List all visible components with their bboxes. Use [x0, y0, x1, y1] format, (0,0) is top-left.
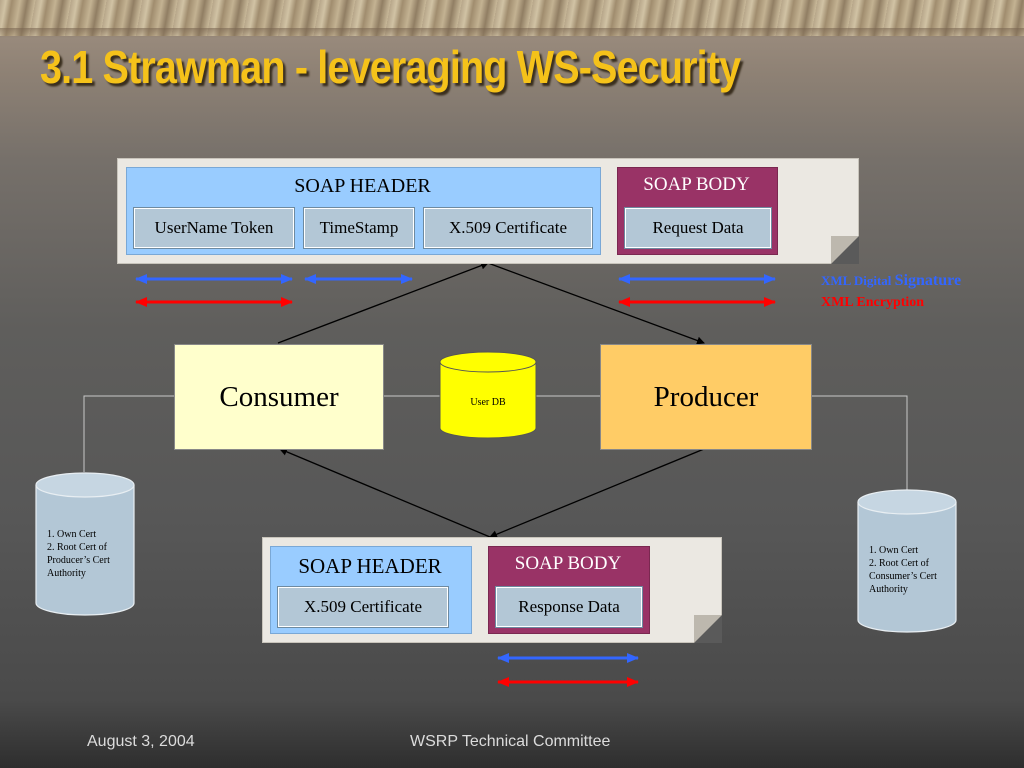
request-to-producer-arrow	[487, 262, 705, 345]
consumer-store-line: 1. Own Cert	[47, 529, 97, 540]
response-soap-header-label: SOAP HEADER	[298, 554, 442, 578]
legend-signature: XML Digital Signature	[821, 272, 961, 290]
producer-store-line: Authority	[869, 584, 908, 595]
consumer-store-text: 1. Own Cert 2. Root Cert of Producer’s C…	[47, 528, 110, 580]
producer-store-link	[810, 395, 908, 490]
x509-certificate-cell: X.509 Certificate	[423, 207, 593, 249]
consumer-to-request-arrow	[277, 261, 489, 344]
response-data-cell: Response Data	[495, 586, 643, 628]
timestamp-cell: TimeStamp	[303, 207, 415, 249]
page-fold	[694, 615, 722, 643]
consumer-store-link	[83, 395, 175, 472]
username-token-cell: UserName Token	[133, 207, 295, 249]
producer-store-cylinder	[857, 489, 957, 633]
consumer-store-line: 2. Root Cert of	[47, 542, 107, 553]
request-soap-header-label: SOAP HEADER	[294, 175, 431, 197]
legend-signature-part1: XML Digital	[821, 273, 895, 288]
producer-to-response-arrow	[489, 448, 705, 539]
decorative-top-shadow	[0, 28, 1024, 38]
footer-organization: WSRP Technical Committee	[410, 733, 611, 750]
response-soap-body-label: SOAP BODY	[514, 553, 622, 574]
producer-store-line: 2. Root Cert of	[869, 558, 929, 569]
page-fold	[831, 236, 859, 264]
request-soap-body-label: SOAP BODY	[643, 174, 750, 195]
response-x509-certificate-cell: X.509 Certificate	[277, 586, 449, 628]
consumer-node: Consumer	[174, 344, 384, 450]
producer-store-text: 1. Own Cert 2. Root Cert of Consumer’s C…	[869, 544, 937, 596]
producer-node: Producer	[600, 344, 812, 450]
user-db-cylinder	[439, 351, 537, 439]
slide-title: 3.1 Strawman - leveraging WS-Security	[40, 41, 741, 93]
consumer-store-line: Producer’s Cert	[47, 555, 110, 566]
consumer-store-cylinder	[35, 472, 135, 616]
producer-store-line: Consumer’s Cert	[869, 571, 937, 582]
response-to-consumer-arrow	[279, 448, 491, 538]
legend-signature-part2: Signature	[894, 272, 962, 289]
consumer-store-line: Authority	[47, 568, 86, 579]
footer-date: August 3, 2004	[87, 733, 195, 750]
request-data-cell: Request Data	[624, 207, 772, 249]
legend-encryption: XML Encryption	[821, 295, 925, 310]
producer-store-line: 1. Own Cert	[869, 545, 919, 556]
user-db-label: User DB	[470, 397, 506, 408]
